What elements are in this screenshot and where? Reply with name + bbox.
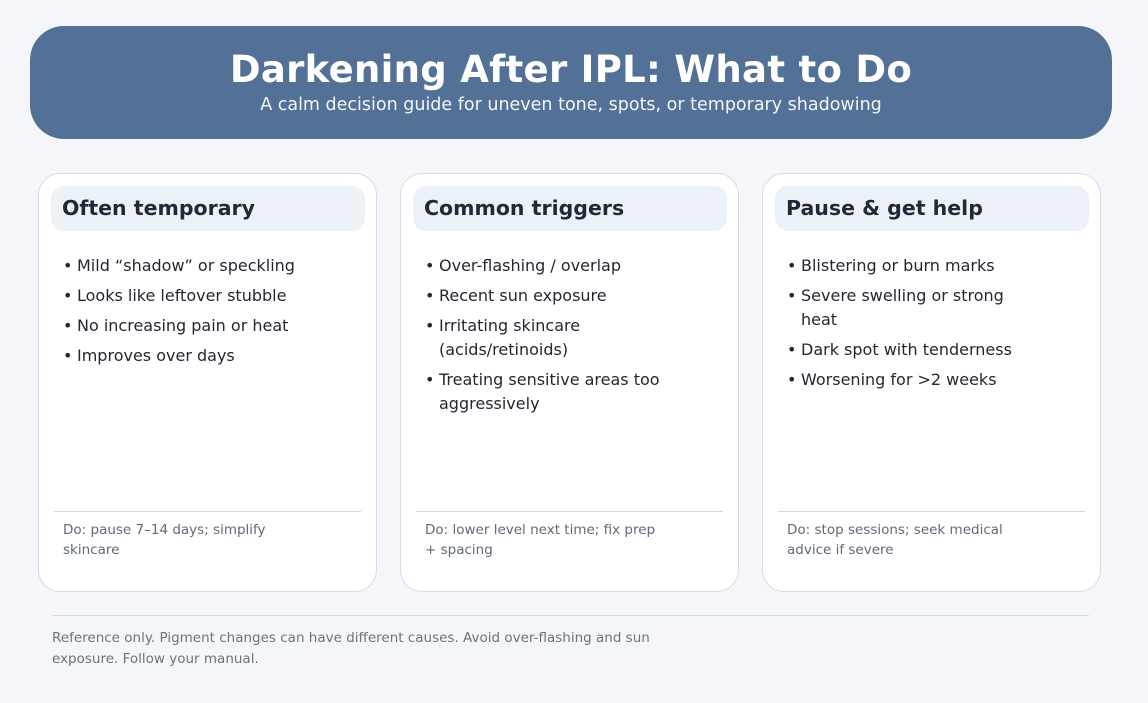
page-title: Darkening After IPL: What to Do xyxy=(229,48,913,91)
list-item: •Treating sensitive areas too aggressive… xyxy=(425,370,660,413)
list-item: •Mild “shadow” or speckling xyxy=(63,254,353,278)
bullet-icon: • xyxy=(425,256,435,275)
card-title: Common triggers xyxy=(413,186,727,231)
divider xyxy=(416,511,723,512)
bullet-icon: • xyxy=(787,286,797,305)
list-item: •No increasing pain or heat xyxy=(63,314,353,338)
card-list: •Over-flashing / overlap •Recent sun exp… xyxy=(425,254,680,422)
footer-divider xyxy=(52,615,1089,616)
list-item: •Improves over days xyxy=(63,344,353,368)
bullet-icon: • xyxy=(425,316,435,335)
card-common-triggers: Common triggers •Over-flashing / overlap… xyxy=(400,173,739,592)
card-often-temporary: Often temporary •Mild “shadow” or speckl… xyxy=(38,173,377,592)
bullet-icon: • xyxy=(63,256,73,275)
list-item: •Severe swelling or strong heat xyxy=(787,286,1004,329)
card-title: Often temporary xyxy=(51,186,365,231)
card-note: Do: stop sessions; seek medical advice i… xyxy=(787,522,1003,558)
list-item: •Dark spot with tenderness xyxy=(787,338,1027,362)
header-banner: Darkening After IPL: What to Do A calm d… xyxy=(30,26,1112,139)
bullet-icon: • xyxy=(787,370,797,389)
footer-disclaimer: Reference only. Pigment changes can have… xyxy=(52,630,650,667)
card-list: •Blistering or burn marks •Severe swelli… xyxy=(787,254,1027,398)
list-item: •Worsening for >2 weeks xyxy=(787,368,1027,392)
list-item: •Blistering or burn marks xyxy=(787,254,1027,278)
card-list: •Mild “shadow” or speckling •Looks like … xyxy=(63,254,353,374)
bullet-icon: • xyxy=(787,340,797,359)
list-item: •Recent sun exposure xyxy=(425,284,680,308)
bullet-icon: • xyxy=(63,346,73,365)
bullet-icon: • xyxy=(425,370,435,389)
bullet-icon: • xyxy=(787,256,797,275)
card-note: Do: pause 7–14 days; simplify skincare xyxy=(63,522,266,558)
card-pause-get-help: Pause & get help •Blistering or burn mar… xyxy=(762,173,1101,592)
list-item: •Irritating skincare (acids/retinoids) xyxy=(425,316,581,359)
list-item: •Looks like leftover stubble xyxy=(63,284,353,308)
list-item: •Over-flashing / overlap xyxy=(425,254,680,278)
divider xyxy=(778,511,1085,512)
bullet-icon: • xyxy=(63,316,73,335)
divider xyxy=(54,511,361,512)
bullet-icon: • xyxy=(425,286,435,305)
card-title: Pause & get help xyxy=(775,186,1089,231)
card-note: Do: lower level next time; fix prep + sp… xyxy=(425,522,656,558)
page-subtitle: A calm decision guide for uneven tone, s… xyxy=(260,95,882,115)
bullet-icon: • xyxy=(63,286,73,305)
